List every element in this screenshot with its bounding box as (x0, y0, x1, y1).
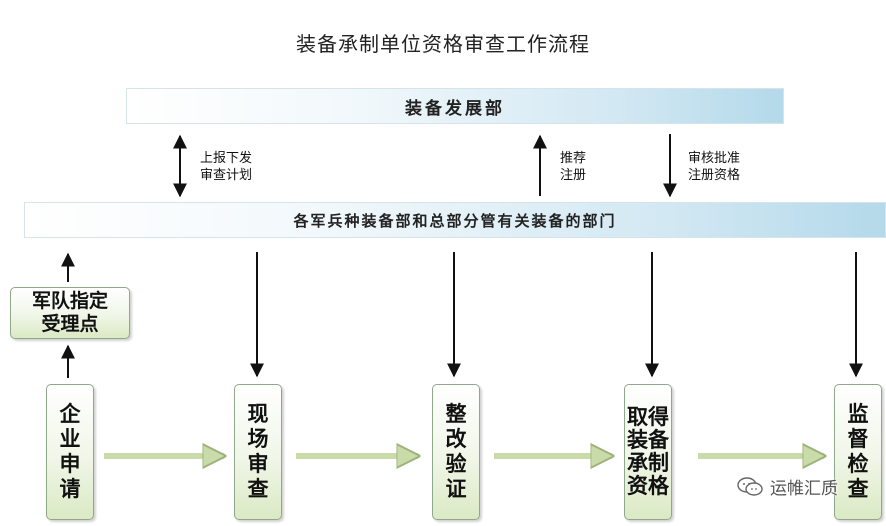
note-report-plan: 上报下发 审查计划 (200, 150, 252, 184)
military-acceptance-label: 军队指定受理点 (31, 290, 108, 335)
box-supervise-inspect-label: 监督检查 (847, 402, 869, 501)
note-approve-qualification-line1: 审核批准 (688, 151, 741, 166)
note-report-plan-line2: 审查计划 (200, 168, 253, 183)
note-recommend-register-line2: 注册 (560, 168, 587, 183)
wechat-icon (737, 476, 763, 496)
note-approve-qualification-line2: 注册资格 (688, 168, 741, 183)
note-report-plan-line1: 上报下发 (200, 151, 253, 166)
box-enterprise-apply: 企业申请 (46, 384, 94, 520)
box-onsite-review: 现场审查 (234, 384, 282, 520)
middle-department-label: 各军兵种装备部和总部分管有关装备的部门 (293, 211, 617, 230)
note-recommend-register: 推荐 注册 (560, 150, 586, 184)
box-enterprise-apply-label: 企业申请 (59, 402, 81, 501)
box-supervise-inspect: 监督检查 (834, 384, 882, 520)
diagram-title: 装备承制单位资格审查工作流程 (296, 32, 590, 56)
note-approve-qualification: 审核批准 注册资格 (688, 150, 740, 184)
box-onsite-review-label: 现场审查 (247, 402, 269, 501)
box-rectify-verify-label: 整改验证 (445, 402, 467, 501)
box-obtain-qualification-label: 取得装备承制资格 (627, 405, 669, 498)
box-rectify-verify: 整改验证 (432, 384, 480, 520)
note-recommend-register-line1: 推荐 (560, 151, 587, 166)
top-department-band: 装备发展部 (126, 88, 784, 124)
military-acceptance-point: 军队指定受理点 (10, 287, 130, 339)
box-obtain-qualification: 取得装备承制资格 (624, 384, 672, 520)
watermark: 运帷汇质 (736, 474, 838, 499)
watermark-text: 运帷汇质 (770, 479, 838, 499)
top-department-label: 装备发展部 (405, 98, 505, 119)
